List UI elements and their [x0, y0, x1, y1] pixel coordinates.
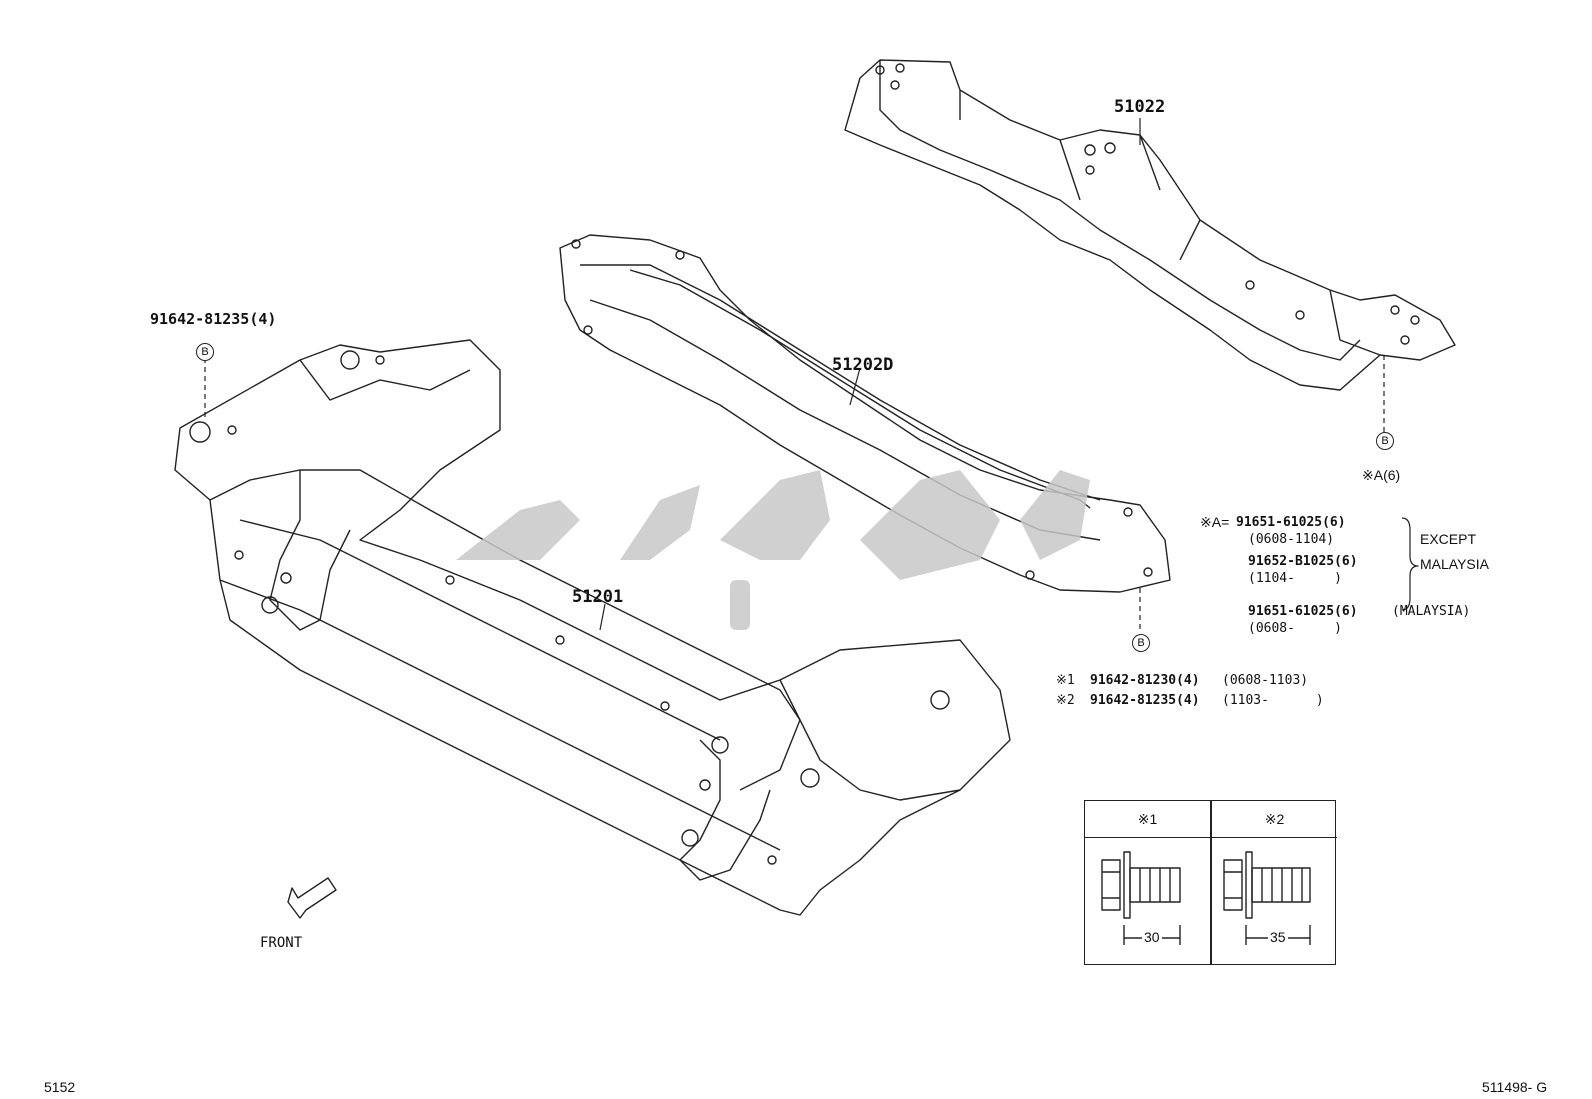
- spec-length-2: 35: [1268, 929, 1288, 945]
- a-prefix: ※A=: [1200, 514, 1230, 530]
- a-line2-part: 91652-B1025(6): [1248, 554, 1358, 569]
- part-label-51022: 51022: [1114, 97, 1166, 117]
- a-line1-date: (0608-1104): [1248, 532, 1335, 547]
- callout-b-mid: B: [1132, 634, 1150, 652]
- crossmember-51201: [174, 339, 1011, 916]
- spec-col-2: ※2: [1212, 801, 1337, 964]
- front-label: FRONT: [260, 935, 303, 951]
- bolt-spec-table: ※1 ※2: [1084, 800, 1337, 965]
- spec-col-1-header: ※1: [1085, 801, 1210, 838]
- a6-label: ※A(6): [1362, 467, 1401, 483]
- part-label-51201: 51201: [572, 587, 624, 607]
- page-id-right: 511498- G: [1482, 1079, 1548, 1095]
- n1-part: 91642-81230(4): [1090, 673, 1200, 688]
- n1-date: (0608-1103): [1222, 673, 1309, 688]
- n2-part: 91642-81235(4): [1090, 693, 1200, 708]
- spec-length-1: 30: [1142, 929, 1162, 945]
- a-line3-part: 91651-61025(6): [1248, 604, 1358, 619]
- n1-prefix: ※1: [1056, 673, 1075, 688]
- part-label-51202d: 51202D: [832, 355, 894, 375]
- a-line3-date: (0608- ): [1248, 621, 1342, 636]
- crossmember-51022: [844, 59, 1456, 391]
- spec-col-1: ※1: [1085, 801, 1210, 964]
- a-malaysia: MALAYSIA: [1420, 556, 1489, 572]
- bolt-label-top-left: 91642-81235(4): [150, 310, 277, 328]
- bolt-icon-2: [1223, 851, 1311, 945]
- spec-divider: [1210, 801, 1212, 964]
- bolt-icon-1: [1101, 851, 1181, 945]
- a-line2-date: (1104- ): [1248, 571, 1342, 586]
- n2-prefix: ※2: [1056, 693, 1075, 708]
- watermark-logo: [456, 470, 1090, 630]
- spec-col-2-header: ※2: [1212, 801, 1337, 838]
- a-except: EXCEPT: [1420, 531, 1477, 547]
- a-line3-note: (MALAYSIA): [1392, 604, 1471, 619]
- callout-b-left: B: [196, 343, 214, 361]
- page-id-left: 5152: [44, 1079, 76, 1095]
- callout-b-right: B: [1376, 432, 1394, 450]
- a-line1-part: 91651-61025(6): [1236, 515, 1346, 530]
- n2-date: (1103- ): [1222, 693, 1324, 708]
- front-arrow-icon: [287, 877, 337, 919]
